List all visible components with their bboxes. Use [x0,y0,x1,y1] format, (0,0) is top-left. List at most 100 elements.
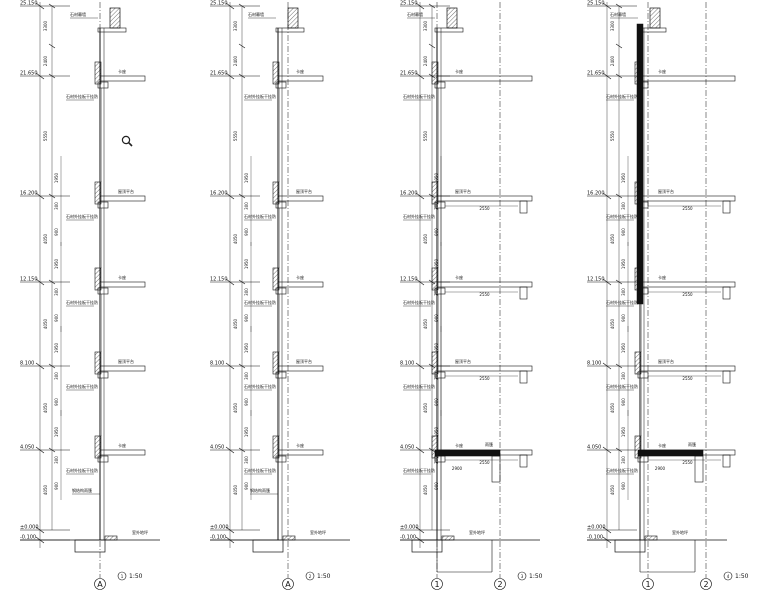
sub-dimension: 300 [621,288,626,296]
plinth [644,535,658,541]
foundation [411,539,443,553]
dim-tick [225,526,235,534]
room-note: 卡座 [455,68,463,74]
floor-slab [436,195,533,202]
slab-dimension: 2550 [479,460,490,465]
wall-section-3: 25.15021.65016.20012.1508.1004.050±0.000… [400,1,543,590]
elevation-label: ±0.000 [587,525,606,531]
elevation-label: 21.650 [20,71,38,77]
dim-tick [225,2,235,10]
window-head [94,61,102,85]
sill-block [275,455,287,463]
material-note: 石材外挂板干挂防 [403,467,435,473]
room-note: 卡座 [118,274,126,280]
sub-dimension: 1950 [244,426,249,437]
dim-tick [48,43,56,49]
dim-tick [602,446,612,454]
window-head [634,181,642,205]
dim-tick [48,3,56,9]
material-note: 石材外挂板干挂防 [606,467,638,473]
material-note: 石材幕墙 [70,11,86,17]
axis-bubble [494,578,506,590]
axis-bubble [700,578,712,590]
window-head [431,61,439,85]
window-head [94,351,102,375]
sub-dimension: 900 [54,314,59,322]
material-note: 石材外挂板干挂防 [244,299,276,305]
material-note: 石材外挂板干挂防 [66,383,98,389]
dim-tick [415,526,425,534]
material-note: 石材外挂板干挂防 [66,93,98,99]
wall-section-4: 25.15021.65016.20012.1508.1004.050±0.000… [587,1,749,590]
section-number: 3 [521,574,524,579]
sill-block [637,81,649,89]
canopy-note: 钢结构雨篷 [250,487,270,493]
room-note: 卡座 [455,274,463,280]
axis-label: 1 [645,580,650,589]
canopy-slab [637,449,704,457]
room-note: 卡座 [658,442,666,448]
slab-dimension: 2550 [682,206,693,211]
dim-tick [35,72,45,80]
room-note: 屋顶平台 [118,188,134,194]
sub-dimension: 1950 [621,172,626,183]
window-head [94,267,102,291]
foundation [74,539,106,553]
canopy-dimension: 2900 [452,466,463,471]
floor-slab [277,195,324,202]
sub-dimension: 1950 [244,258,249,269]
dim-tick [238,73,246,79]
vertical-dimension: 4050 [423,484,428,495]
elevation-label: 12.150 [587,277,605,283]
beam [519,454,528,468]
dim-tick [48,447,56,453]
sub-dimension: 900 [244,228,249,236]
material-note: 石材外挂板干挂防 [66,299,98,305]
sill-block [97,287,109,295]
axis-bubble [642,578,654,590]
room-note: 屋顶平台 [296,188,312,194]
axis-label: A [97,580,103,589]
window-head [634,61,642,85]
dim-tick [225,446,235,454]
canopy-dimension: 2900 [655,466,666,471]
floor-slab [99,195,146,202]
beam [519,370,528,384]
material-note: 石材外挂板干挂防 [244,213,276,219]
section-number-bubble [723,571,733,581]
vertical-dimension: 5550 [233,130,238,141]
coping [434,27,464,33]
vertical-dimension: 3300 [43,20,48,31]
foundation [252,539,284,553]
dim-tick [615,193,623,199]
room-note: 屋顶平台 [658,358,674,364]
sub-dimension: 1950 [54,342,59,353]
dim-tick [415,446,425,454]
elevation-label: 4.050 [20,445,34,451]
dim-tick [225,72,235,80]
sub-dimension: 1950 [54,258,59,269]
canopy-post [491,455,501,483]
coping [275,27,305,33]
window-head [94,181,102,205]
vertical-dimension: 4050 [610,233,615,244]
vertical-dimension: 4050 [233,233,238,244]
room-note: 屋顶平台 [658,188,674,194]
floor-slab [99,449,146,456]
vertical-dimension: 5550 [423,130,428,141]
material-note: 石材外挂板干挂防 [66,213,98,219]
vertical-dimension: 3300 [423,20,428,31]
floor-slab [436,281,533,288]
sub-dimension: 300 [621,372,626,380]
dim-tick [415,192,425,200]
ground-note: 室外地坪 [672,529,688,535]
floor-slab [436,75,533,82]
vertical-dimension: 4050 [43,233,48,244]
ground-note: 室外地坪 [132,529,148,535]
sub-dimension: 1950 [244,342,249,353]
room-note: 卡座 [296,68,304,74]
vertical-dimension: 4050 [43,484,48,495]
elevation-label: 25.150 [210,1,228,7]
parapet-block [287,7,299,29]
magnifier-cursor-icon[interactable] [121,135,133,147]
